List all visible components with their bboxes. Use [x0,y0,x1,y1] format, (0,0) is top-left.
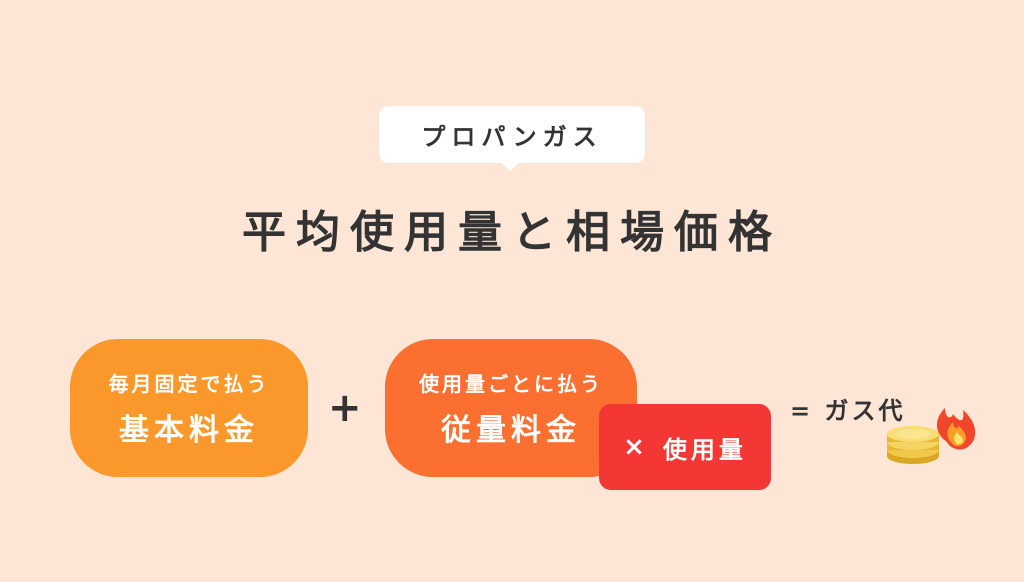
coins-flame-icon [887,408,976,464]
category-tag-pointer [500,162,520,171]
basic-fee-sub: 毎月固定で払う [108,371,270,396]
usage-fee-sub: 使用量ごとに払う [419,371,603,396]
page-title: 平均使用量と相場価格 [242,207,782,258]
usage-fee-pill: 使用量ごとに払う 従量料金 [385,339,637,477]
basic-fee-pill: 毎月固定で払う 基本料金 [70,339,308,477]
usage-fee-main: 従量料金 [441,412,581,448]
multiplier-label: 使用量 [662,435,747,464]
category-tag-label: プロパンガス [421,123,603,151]
plus-sign: + [328,385,362,431]
multiplier-box: × 使用量 [599,404,771,490]
multiply-sign: × [623,432,649,462]
category-tag: プロパンガス [379,106,645,163]
basic-fee-main: 基本料金 [119,412,259,448]
result-label: = ガス代 [790,397,906,425]
